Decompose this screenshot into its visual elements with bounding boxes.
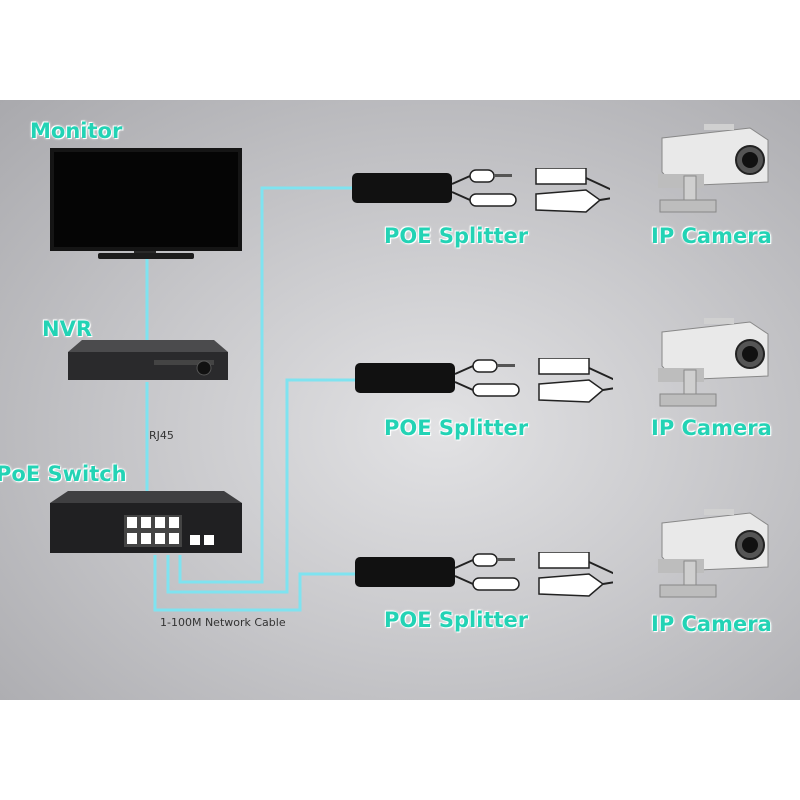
network-cable-label: 1-100M Network Cable — [160, 616, 286, 629]
diagram-canvas: Monitor NVR RJ45 PoE Switch 1-100M Netwo… — [0, 100, 800, 700]
cable-to-splitter-2 — [166, 378, 355, 594]
nvr-label: NVR — [42, 317, 92, 341]
ip-camera-label: IP Camera — [651, 224, 772, 248]
connection-wires — [145, 186, 355, 612]
monitor-label: Monitor — [30, 119, 123, 143]
poe-splitter-icon — [352, 168, 610, 213]
rj45-label: RJ45 — [149, 429, 174, 442]
ip-camera-icon — [658, 124, 769, 213]
ip-camera-icon — [658, 318, 769, 407]
poe-switch-label: PoE Switch — [0, 462, 127, 486]
monitor-icon — [50, 148, 242, 259]
poe-splitter-icon — [355, 358, 613, 403]
poe-switch-icon — [50, 491, 242, 553]
poe-splitter-label: POE Splitter — [384, 608, 529, 632]
cable-to-splitter-1 — [178, 186, 352, 584]
poe-splitter-label: POE Splitter — [384, 416, 529, 440]
ip-camera-icon — [658, 509, 769, 598]
poe-splitter-icon — [355, 552, 613, 597]
poe-splitter-label: POE Splitter — [384, 224, 529, 248]
ip-camera-label: IP Camera — [651, 416, 772, 440]
nvr-icon — [68, 340, 228, 380]
cable-to-splitter-3 — [153, 555, 355, 612]
ip-camera-label: IP Camera — [651, 612, 772, 636]
